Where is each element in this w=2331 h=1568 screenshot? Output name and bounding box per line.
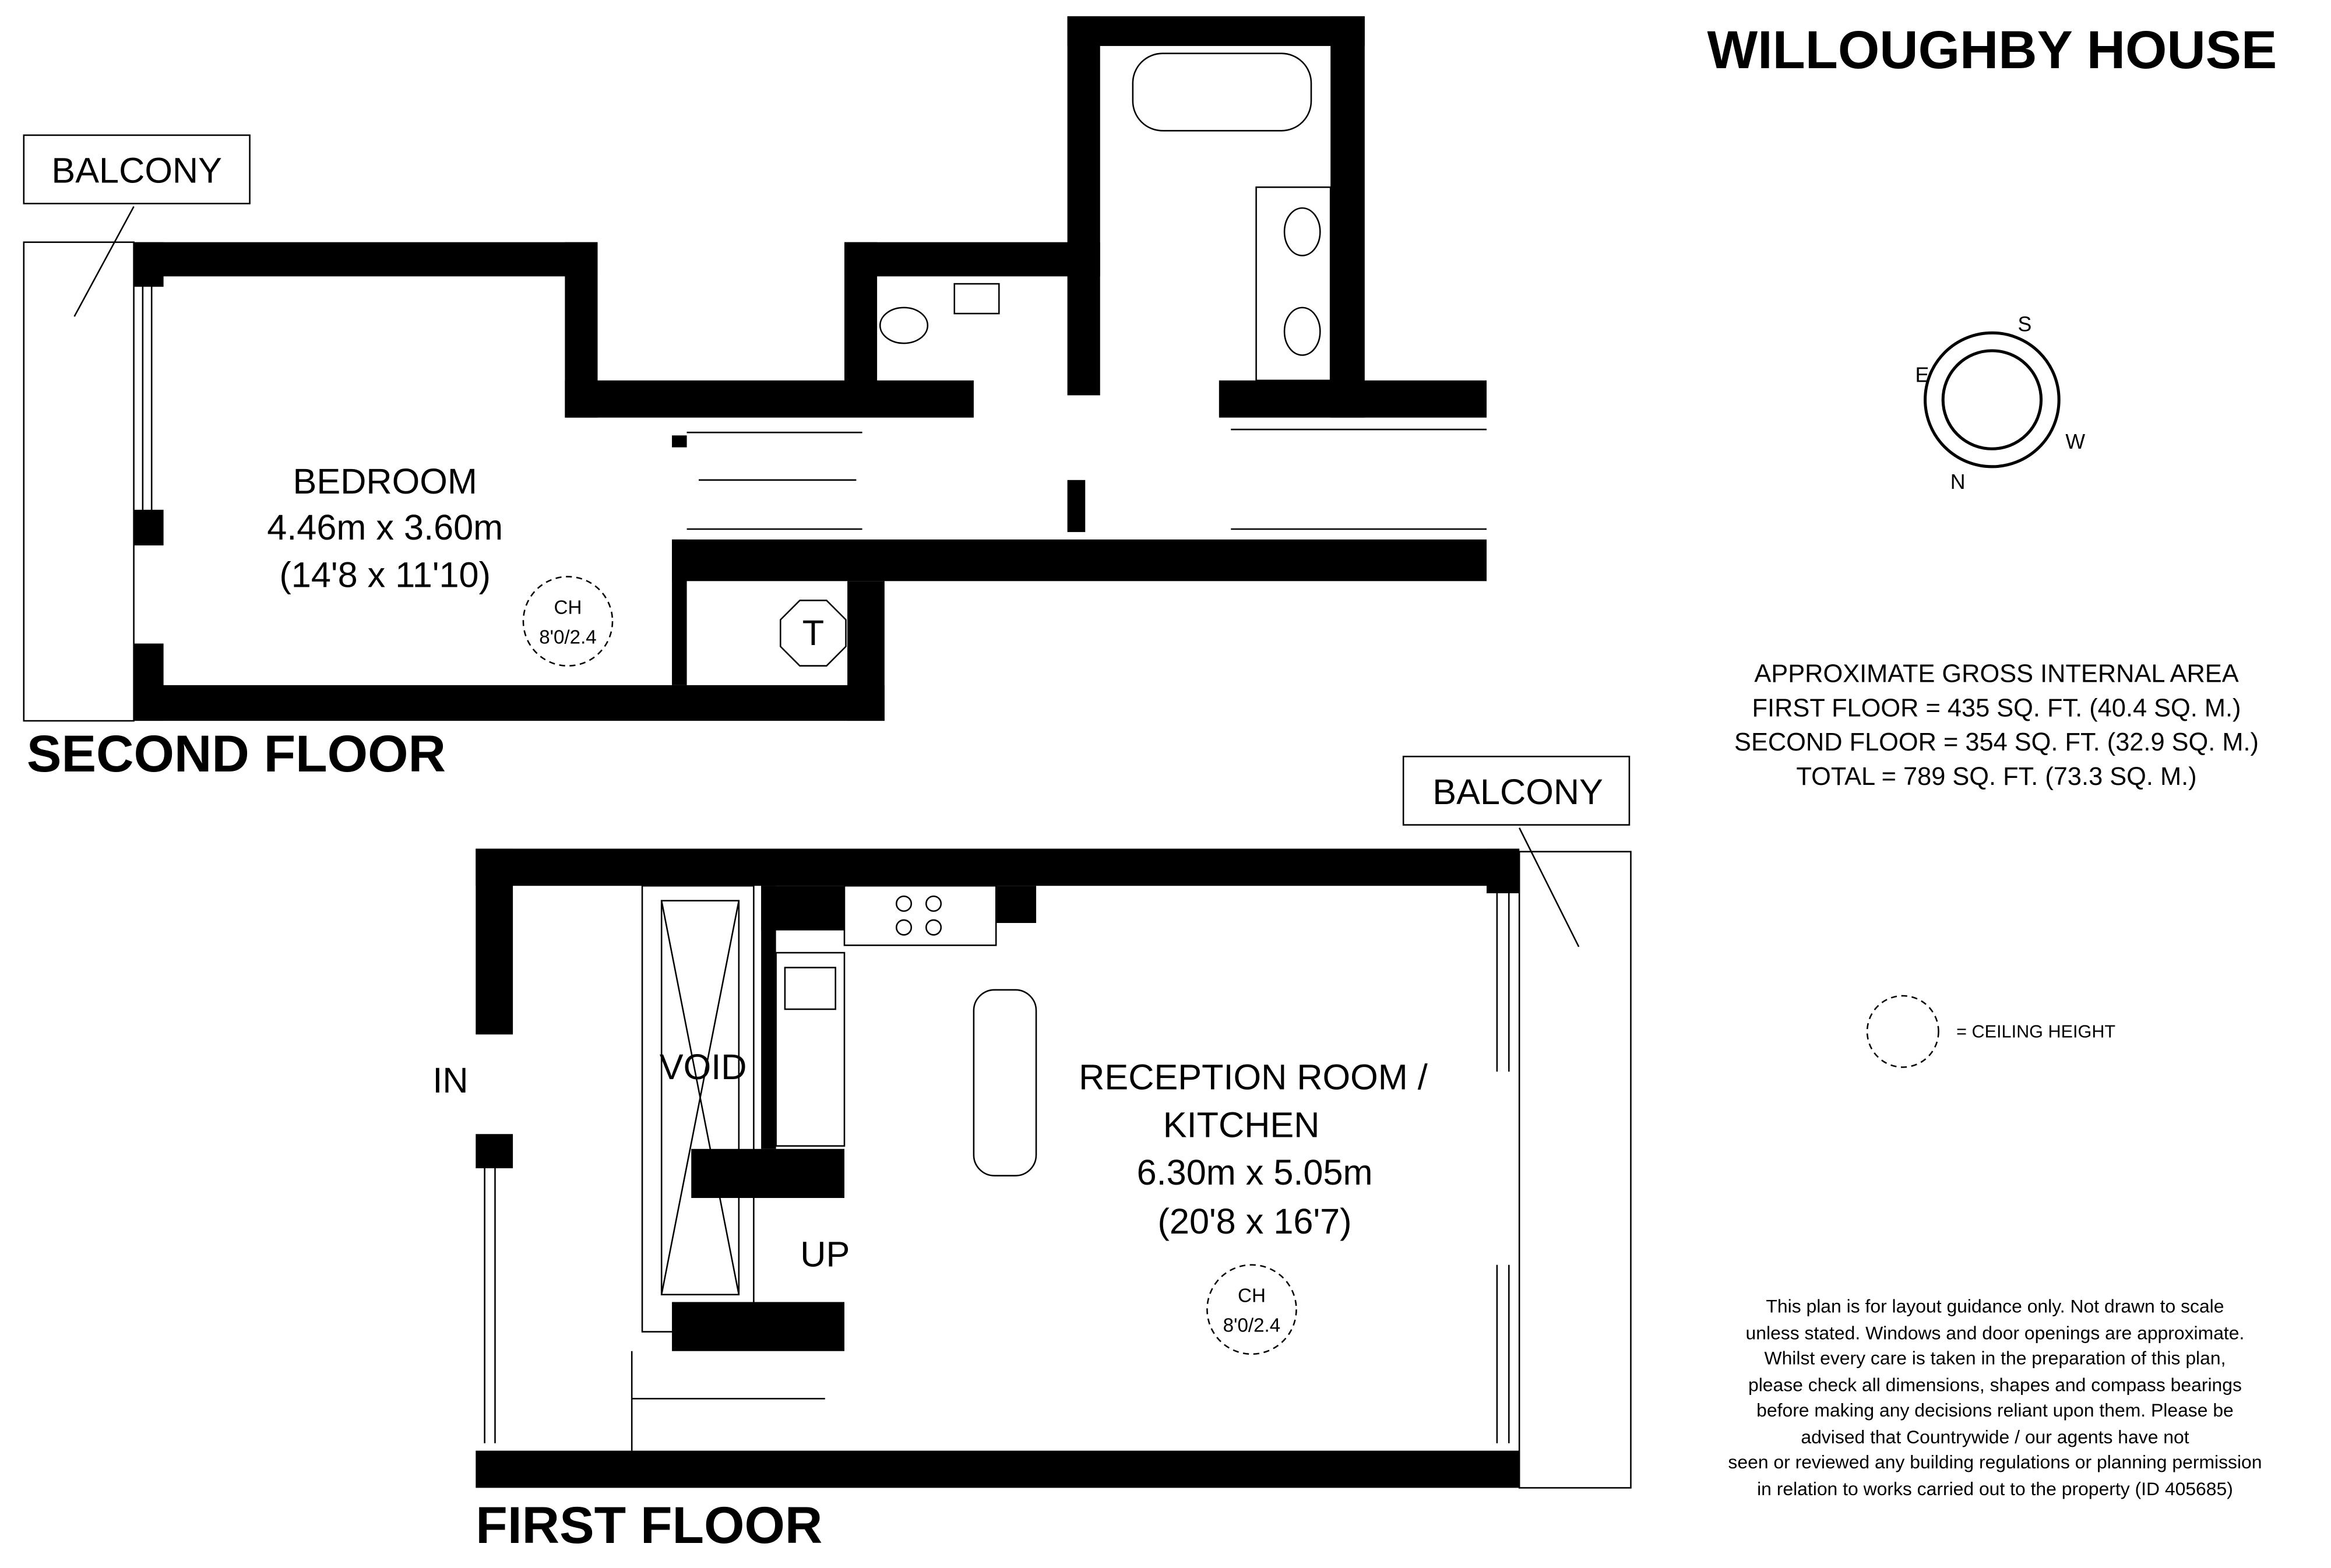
svg-text:N: N xyxy=(1950,470,1966,494)
svg-text:= CEILING HEIGHT: = CEILING HEIGHT xyxy=(1956,1021,2115,1041)
first-floor-plan: BALCONY VOID UP IN RECEPTION ROOM / xyxy=(432,756,1632,1489)
svg-text:W: W xyxy=(2065,430,2085,453)
balcony-label-second: BALCONY xyxy=(51,151,222,191)
bedroom-metric: 4.46m x 3.60m xyxy=(267,508,503,547)
ceiling-value-second: 8'0/2.4 xyxy=(539,626,597,648)
tank-label: T xyxy=(802,613,824,653)
second-floor-label: SECOND FLOOR xyxy=(27,724,446,783)
ceiling-value-first: 8'0/2.4 xyxy=(1223,1315,1281,1337)
reception-imperial: (20'8 x 16'7) xyxy=(1158,1201,1352,1241)
balcony-first-floor xyxy=(1518,851,1632,1489)
svg-text:in relation to works carried o: in relation to works carried out to the … xyxy=(1757,1478,2233,1499)
area-summary: APPROXIMATE GROSS INTERNAL AREA FIRST FL… xyxy=(1734,660,2259,791)
balcony-label-first: BALCONY xyxy=(1432,772,1603,812)
svg-text:unless stated. Windows and doo: unless stated. Windows and door openings… xyxy=(1746,1322,2245,1343)
svg-text:before making any decisions re: before making any decisions reliant upon… xyxy=(1756,1400,2234,1421)
disclaimer: This plan is for layout guidance only. N… xyxy=(1728,1295,2262,1499)
svg-text:FIRST FLOOR = 435 SQ. FT. (40.: FIRST FLOOR = 435 SQ. FT. (40.4 SQ. M.) xyxy=(1752,694,2241,722)
svg-text:APPROXIMATE GROSS INTERNAL ARE: APPROXIMATE GROSS INTERNAL AREA xyxy=(1754,660,2238,688)
property-title: WILLOUGHBY HOUSE xyxy=(1707,20,2277,80)
stairs-second-floor xyxy=(686,428,1487,530)
svg-text:please check all dimensions, s: please check all dimensions, shapes and … xyxy=(1748,1375,2242,1396)
second-floor-plan: BALCONY xyxy=(23,16,1487,722)
ceiling-height-legend: = CEILING HEIGHT xyxy=(1866,995,2115,1068)
svg-text:This plan is for layout guidan: This plan is for layout guidance only. N… xyxy=(1766,1295,2224,1316)
reception-name-line2: KITCHEN xyxy=(1163,1105,1320,1144)
svg-text:TOTAL = 789 SQ. FT. (73.3 SQ.: TOTAL = 789 SQ. FT. (73.3 SQ. M.) xyxy=(1796,763,2196,791)
reception-name-line1: RECEPTION ROOM / xyxy=(1079,1058,1428,1097)
up-label: UP xyxy=(800,1234,850,1274)
svg-text:E: E xyxy=(1915,363,1929,386)
ceiling-label-second: CH xyxy=(554,597,582,618)
svg-text:seen or reviewed any building: seen or reviewed any building regulation… xyxy=(1728,1451,2262,1472)
svg-text:S: S xyxy=(2018,313,2032,336)
ceiling-label-first: CH xyxy=(1238,1285,1266,1307)
compass-icon: S E W N xyxy=(1915,313,2086,494)
first-floor-label: FIRST FLOOR xyxy=(476,1496,822,1554)
bedroom-name: BEDROOM xyxy=(293,461,477,501)
void-label: VOID xyxy=(660,1047,747,1087)
svg-text:Whilst every care is taken in: Whilst every care is taken in the prepar… xyxy=(1764,1348,2226,1369)
svg-text:advised that Countrywide / our: advised that Countrywide / our agents ha… xyxy=(1801,1426,2189,1447)
reception-metric: 6.30m x 5.05m xyxy=(1137,1153,1373,1192)
balcony-second-floor xyxy=(23,241,135,722)
svg-text:SECOND FLOOR = 354 SQ. FT. (3: SECOND FLOOR = 354 SQ. FT. (32.9 SQ. M.) xyxy=(1734,728,2259,756)
bedroom-imperial: (14'8 x 11'10) xyxy=(279,555,491,594)
entrance-label: IN xyxy=(432,1060,468,1100)
